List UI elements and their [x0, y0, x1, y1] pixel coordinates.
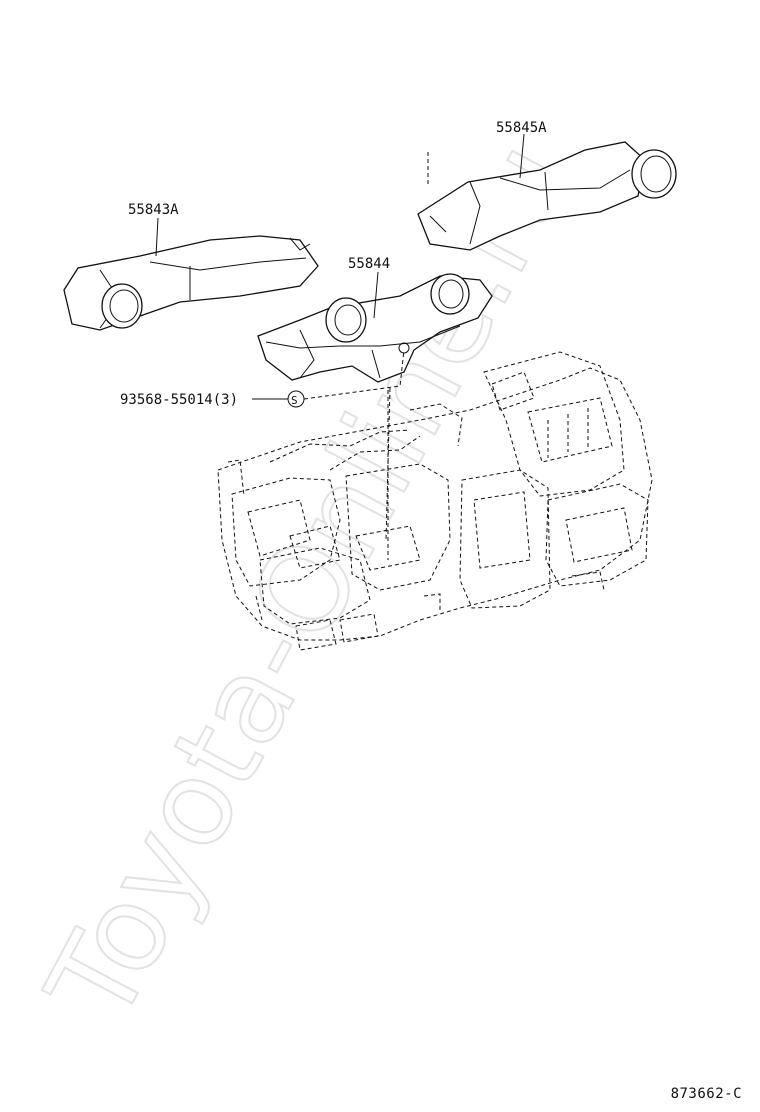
leader-55844 — [373, 271, 379, 319]
heater-unit — [217, 351, 653, 651]
diagram-code: 873662-C — [670, 1086, 742, 1102]
part-label-55844: 55844 — [348, 256, 390, 272]
leader-55845a — [519, 133, 525, 179]
reference-line — [385, 387, 391, 541]
duct-55844 — [257, 273, 493, 383]
part-label-55845a: 55845A — [496, 120, 547, 136]
duct-55843a — [63, 235, 319, 331]
duct-55845a — [417, 141, 677, 251]
part-label-screw: 93568-55014(3) — [120, 392, 238, 408]
leader-55843a — [155, 217, 159, 257]
screw-dashed-leader — [303, 349, 405, 400]
part-label-55843a: 55843A — [128, 202, 179, 218]
screw-symbol: S — [291, 394, 298, 407]
